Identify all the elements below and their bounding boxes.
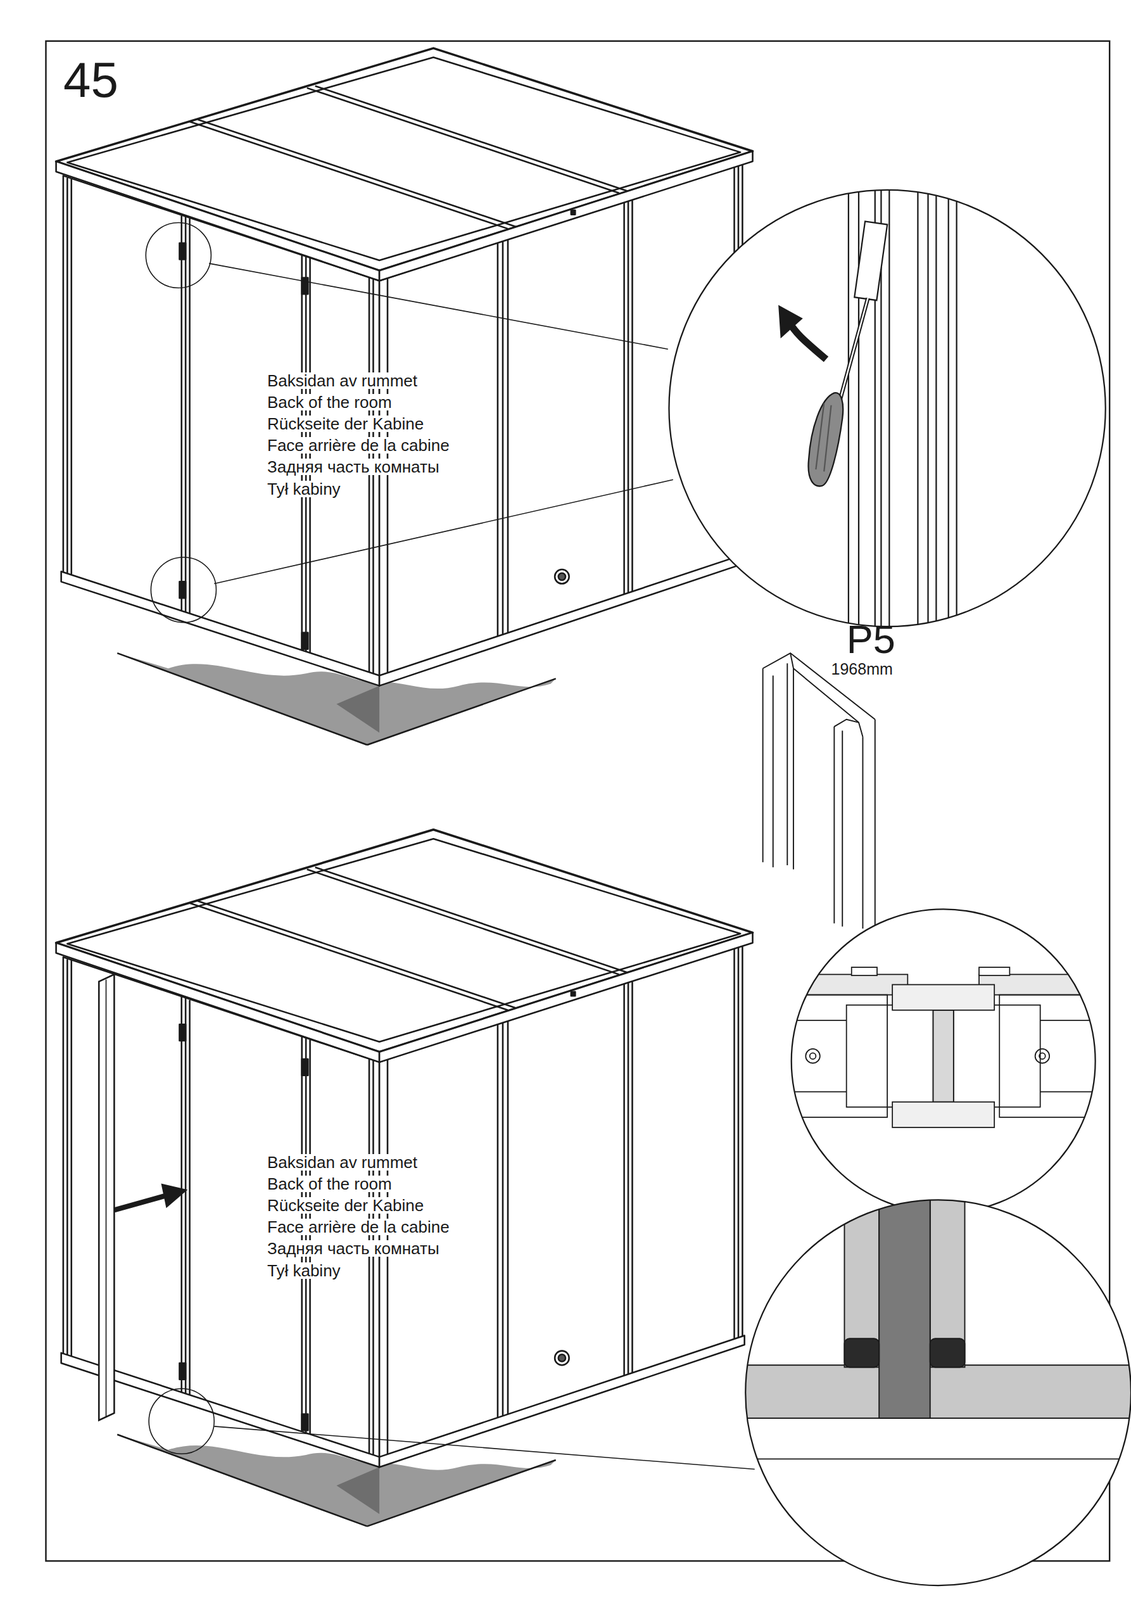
part-length: 1968mm	[831, 661, 893, 677]
location-note: Face arrière de la cabine	[265, 1218, 451, 1235]
step-number: 45	[63, 55, 119, 105]
location-note: Face arrière de la cabine	[265, 436, 451, 454]
location-note: Задняя часть комнаты	[265, 1239, 441, 1257]
location-note: Rückseite der Kabine	[265, 1196, 425, 1214]
location-note: Tył kabiny	[265, 1262, 342, 1279]
location-note: Tył kabiny	[265, 480, 342, 498]
location-note: Baksidan av rummet	[265, 372, 419, 389]
location-note: Back of the room	[265, 1175, 394, 1192]
location-note: Back of the room	[265, 393, 394, 411]
location-note: Baksidan av rummet	[265, 1153, 419, 1171]
location-note: Задняя часть комнаты	[265, 458, 441, 475]
part-number: P5	[846, 619, 896, 660]
location-note: Rückseite der Kabine	[265, 415, 425, 432]
